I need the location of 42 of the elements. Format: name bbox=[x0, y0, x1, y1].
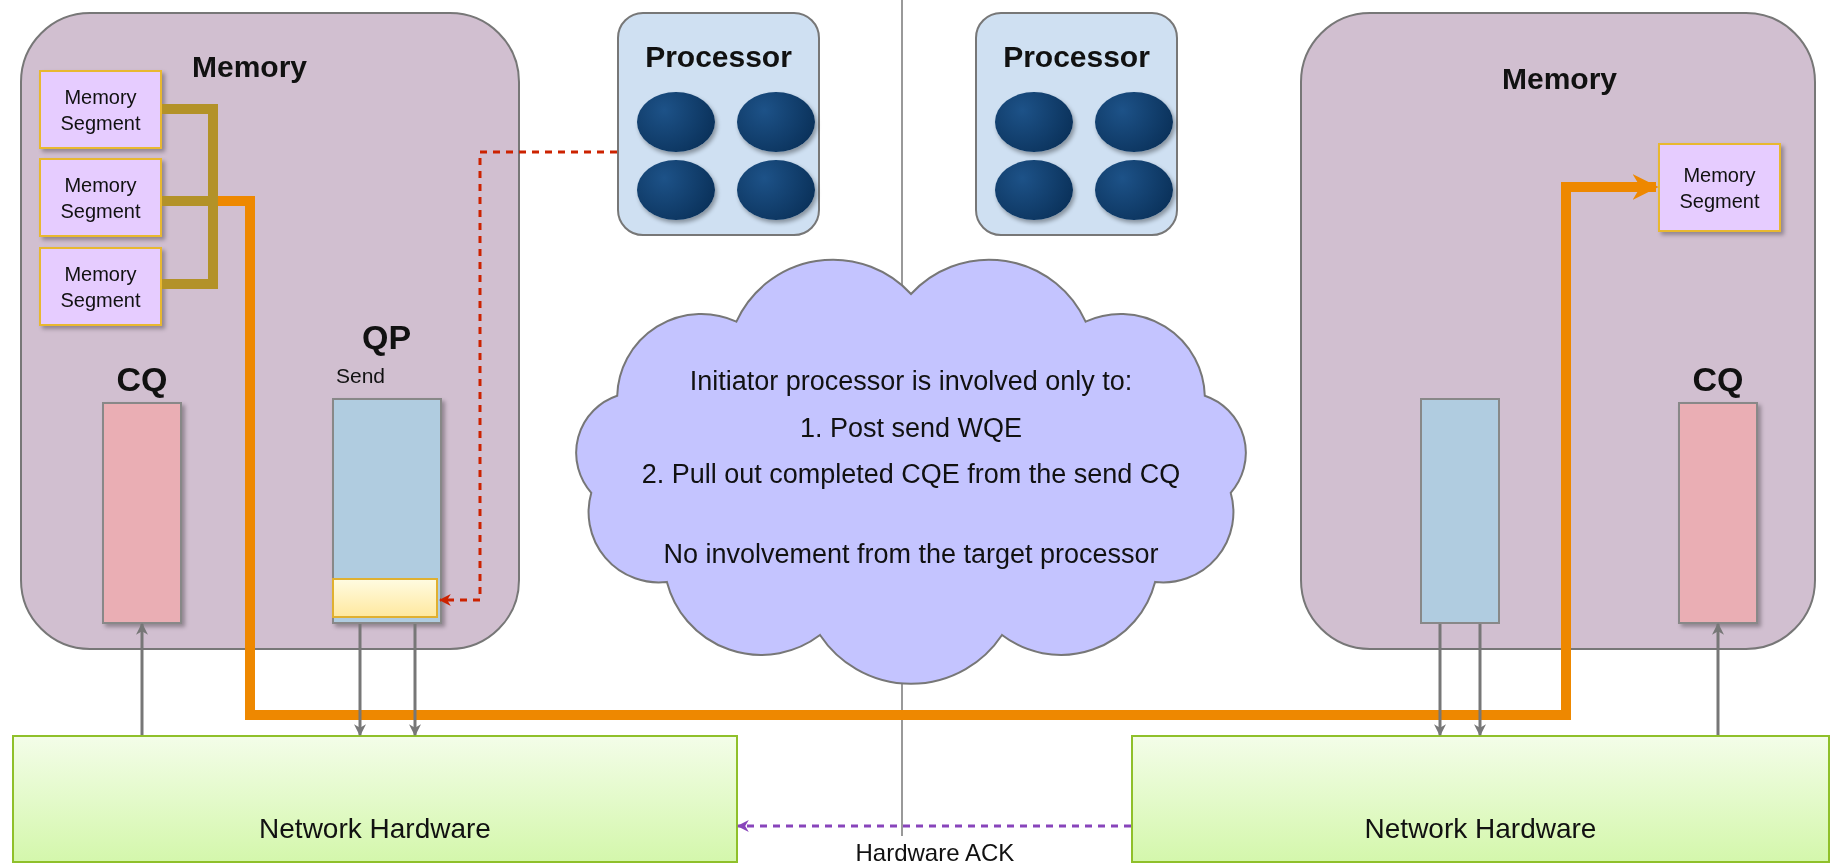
callout-text: 1. Post send WQE bbox=[799, 411, 1023, 444]
queue-entry-box bbox=[332, 578, 438, 618]
core-circle bbox=[737, 160, 815, 220]
processor-panel bbox=[617, 12, 820, 236]
core-circle bbox=[1095, 92, 1173, 152]
network-hardware-box: Network Hardware bbox=[1131, 735, 1830, 863]
processor-panel bbox=[975, 12, 1178, 236]
arrow bbox=[1712, 622, 1724, 735]
connector-line bbox=[162, 104, 218, 201]
section-heading: Memory bbox=[1502, 62, 1618, 97]
core-circle bbox=[637, 160, 715, 220]
core-circle bbox=[637, 92, 715, 152]
arrow bbox=[136, 622, 148, 735]
section-heading: Processor bbox=[644, 40, 793, 75]
dashed-arrow bbox=[736, 820, 1131, 832]
queue-label: CQ bbox=[115, 360, 169, 400]
arrow bbox=[354, 624, 366, 737]
callout-text: 2. Pull out completed CQE from the send CQ bbox=[641, 458, 1181, 491]
network-hardware-box: Network Hardware bbox=[12, 735, 738, 863]
arrow bbox=[1474, 624, 1486, 737]
callout-text: Initiator processor is involved only to: bbox=[689, 365, 1133, 398]
memory-segment-box: Memory Segment bbox=[39, 70, 162, 149]
arrow bbox=[1434, 624, 1446, 737]
core-circle bbox=[1095, 160, 1173, 220]
arrow bbox=[409, 624, 421, 737]
memory-segment-box: Memory Segment bbox=[39, 247, 162, 326]
queue-label: CQ bbox=[1691, 360, 1745, 400]
section-heading: Processor bbox=[1002, 40, 1151, 75]
memory-segment-box: Memory Segment bbox=[39, 158, 162, 237]
queue-bar bbox=[1420, 398, 1500, 624]
callout-text: No involvement from the target processor bbox=[663, 538, 1159, 571]
memory-segment-box: Memory Segment bbox=[1658, 143, 1781, 232]
memory-region bbox=[20, 12, 520, 650]
core-circle bbox=[995, 92, 1073, 152]
queue-pair-label: QP bbox=[362, 318, 412, 358]
memory-region bbox=[1300, 12, 1816, 650]
connector-line bbox=[162, 201, 218, 289]
queue-label: Send bbox=[336, 364, 386, 389]
core-circle bbox=[995, 160, 1073, 220]
section-heading: Memory bbox=[192, 50, 308, 85]
dashed-arrow bbox=[438, 150, 617, 606]
core-circle bbox=[737, 92, 815, 152]
